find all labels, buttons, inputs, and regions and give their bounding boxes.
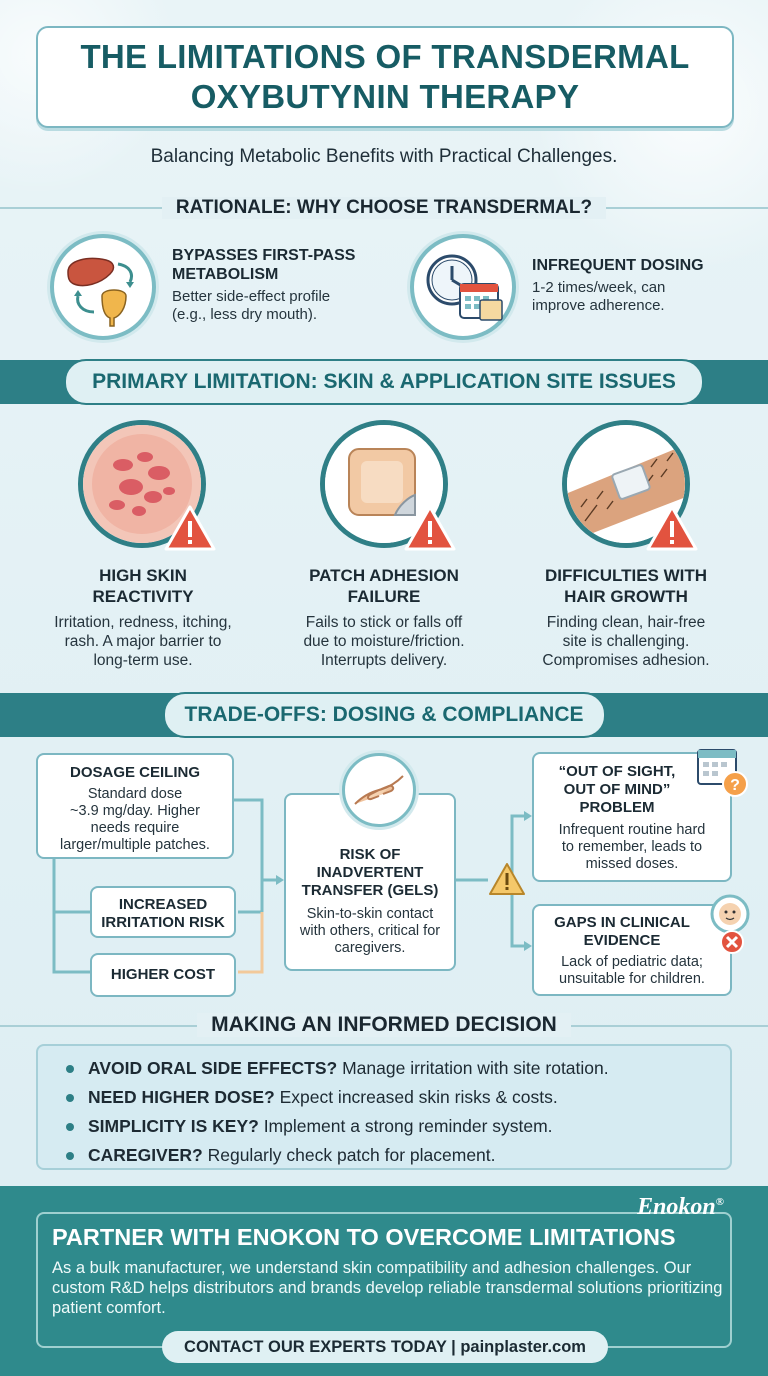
card-title: INCREASED IRRITATION RISK [101, 896, 225, 931]
card-title: DOSAGE CEILING [69, 764, 200, 781]
flow-connectors [52, 798, 532, 977]
warning-icon [404, 505, 456, 551]
decision-heading-wrap: MAKING AN INFORMED DECISION [0, 1013, 768, 1037]
rationale-heading-wrap: RATIONALE: WHY CHOOSE TRANSDERMAL? [0, 197, 768, 219]
decision-list: AVOID ORAL SIDE EFFECTS? Manage irritati… [36, 1044, 732, 1170]
clock-calendar-icon [410, 234, 516, 340]
rationale-body: Better side-effect profile (e.g., less d… [172, 288, 331, 323]
rationale-title: INFREQUENT DOSING [532, 257, 704, 274]
liver-bladder-icon [50, 234, 156, 340]
peeling-patch-icon [320, 420, 448, 548]
title-line-2: OXYBUTYNIN THERAPY [190, 78, 580, 115]
irritation-risk-card: INCREASED IRRITATION RISK [90, 886, 236, 938]
calendar-question-icon: ? [697, 749, 748, 797]
rationale-body: 1-2 times/week, can improve adherence. [532, 279, 666, 314]
contact-cta-button[interactable]: CONTACT OUR EXPERTS TODAY | painplaster.… [162, 1331, 608, 1363]
card-body: Infrequent routine hard to remember, lea… [558, 822, 706, 872]
title-line-1: THE LIMITATIONS OF TRANSDERMAL [80, 38, 690, 75]
limitations-heading: PRIMARY LIMITATION: SKIN & APPLICATION S… [64, 359, 704, 405]
subtitle: Balancing Metabolic Benefits with Practi… [150, 146, 618, 167]
out-of-sight-text: “OUT OF SIGHT, OUT OF MIND” PROBLEM [532, 763, 702, 817]
page-title: THE LIMITATIONS OF TRANSDERMAL OXYBUTYNI… [80, 37, 689, 117]
higher-cost-card: HIGHER COST [90, 953, 236, 997]
rationale-heading: RATIONALE: WHY CHOOSE TRANSDERMAL? [161, 197, 607, 219]
limitation-title: HIGH SKIN REACTIVITY [92, 566, 194, 606]
clinical-gaps-card [532, 904, 732, 996]
transfer-risk-text: RISK OF INADVERTENT TRANSFER (GELS) Skin… [284, 846, 456, 957]
card-title: GAPS IN CLINICAL EVIDENCE [554, 914, 690, 949]
title-box: THE LIMITATIONS OF TRANSDERMAL OXYBUTYNI… [36, 26, 734, 128]
card-body: Lack of pediatric data; unsuitable for c… [559, 954, 705, 987]
warning-icon [646, 505, 698, 551]
svg-text:?: ? [730, 777, 740, 794]
limitation-body: Finding clean, hair-free site is challen… [542, 614, 710, 669]
clinical-gaps-body: Lack of pediatric data; unsuitable for c… [532, 954, 732, 988]
list-item: CAREGIVER? Regularly check patch for pla… [66, 1141, 730, 1170]
limitation-body: Irritation, redness, itching, rash. A ma… [54, 614, 232, 669]
card-title: RISK OF INADVERTENT TRANSFER (GELS) [301, 846, 439, 899]
limitation-title: PATCH ADHESION FAILURE [309, 566, 459, 606]
dosage-ceiling-card: DOSAGE CEILING Standard dose ~3.9 mg/day… [36, 753, 234, 859]
limitation-body: Fails to stick or falls off due to moist… [303, 614, 465, 669]
footer-title: PARTNER WITH ENOKON TO OVERCOME LIMITATI… [52, 1224, 676, 1250]
tradeoffs-band: TRADE-OFFS: DOSING & COMPLIANCE [0, 692, 768, 738]
card-title: “OUT OF SIGHT, OUT OF MIND” PROBLEM [558, 763, 676, 816]
rationale-item-metabolism: BYPASSES FIRST-PASS METABOLISM Better si… [172, 246, 402, 324]
caution-icon [489, 863, 525, 895]
limitation-title: DIFFICULTIES WITH HAIR GROWTH [544, 566, 708, 606]
brand-logo: Enokon® [637, 1194, 724, 1220]
out-of-sight-body: Infrequent routine hard to remember, lea… [532, 822, 732, 873]
card-title: HIGHER COST [110, 966, 216, 983]
card-body: Skin-to-skin contact with others, critic… [299, 906, 441, 956]
rationale-item-dosing: INFREQUENT DOSING 1-2 times/week, can im… [532, 256, 752, 315]
limitations-band: PRIMARY LIMITATION: SKIN & APPLICATION S… [0, 359, 768, 405]
card-body: Standard dose ~3.9 mg/day. Higher needs … [60, 786, 210, 853]
footer-body: As a bulk manufacturer, we understand sk… [52, 1259, 723, 1317]
clinical-gaps-text: GAPS IN CLINICAL EVIDENCE [532, 914, 712, 950]
skin-rash-icon [78, 420, 206, 548]
list-item: AVOID ORAL SIDE EFFECTS? Manage irritati… [66, 1054, 730, 1083]
decision-heading: MAKING AN INFORMED DECISION [197, 1013, 571, 1037]
rationale-title: BYPASSES FIRST-PASS METABOLISM [172, 247, 356, 283]
list-item: NEED HIGHER DOSE? Expect increased skin … [66, 1083, 730, 1112]
warning-icon [164, 505, 216, 551]
hairy-arm-patch-icon [562, 420, 690, 548]
list-item: SIMPLICITY IS KEY? Implement a strong re… [66, 1112, 730, 1141]
hands-touch-icon [342, 753, 416, 827]
tradeoffs-heading: TRADE-OFFS: DOSING & COMPLIANCE [162, 692, 606, 738]
child-no-icon [710, 894, 750, 954]
